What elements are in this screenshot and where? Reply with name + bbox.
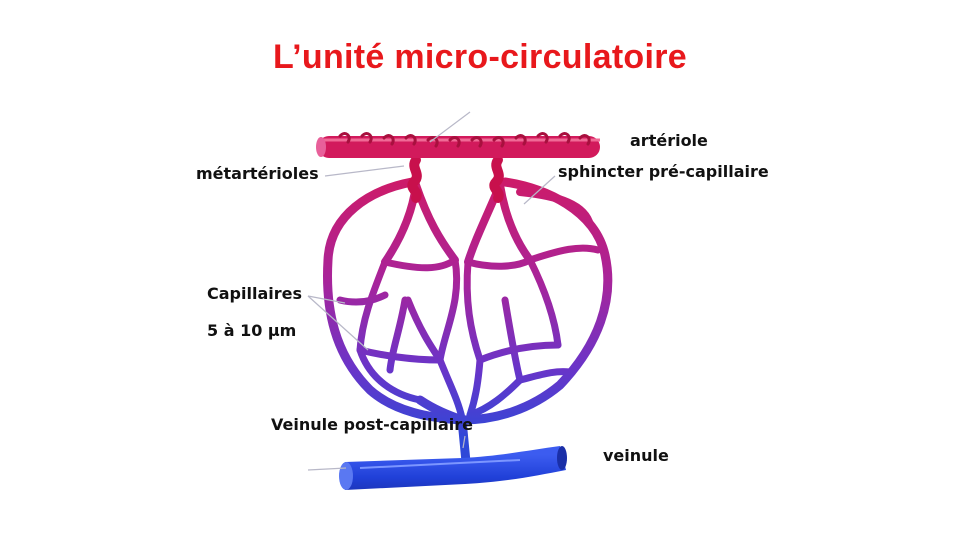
- slide-title: L’unité micro-circulatoire: [272, 38, 687, 76]
- arteriole: [316, 132, 600, 158]
- label-capillaires: Capillaires: [207, 284, 302, 303]
- metarteriole-trunks: [407, 155, 504, 203]
- veinule-vessel: [339, 446, 567, 490]
- pointer-lines: [307, 111, 556, 471]
- label-sphincter-pre-capillaire: sphincter pré-capillaire: [558, 162, 769, 181]
- label-capillaires-size: 5 à 10 µm: [207, 321, 297, 340]
- label-arteriole: artériole: [630, 131, 708, 150]
- label-veinule: veinule: [603, 446, 669, 465]
- label-veinule-post-capillaire: Veinule post-capillaire: [271, 415, 473, 434]
- capillary-network: [323, 177, 613, 467]
- label-metarterioles: métartérioles: [196, 164, 319, 183]
